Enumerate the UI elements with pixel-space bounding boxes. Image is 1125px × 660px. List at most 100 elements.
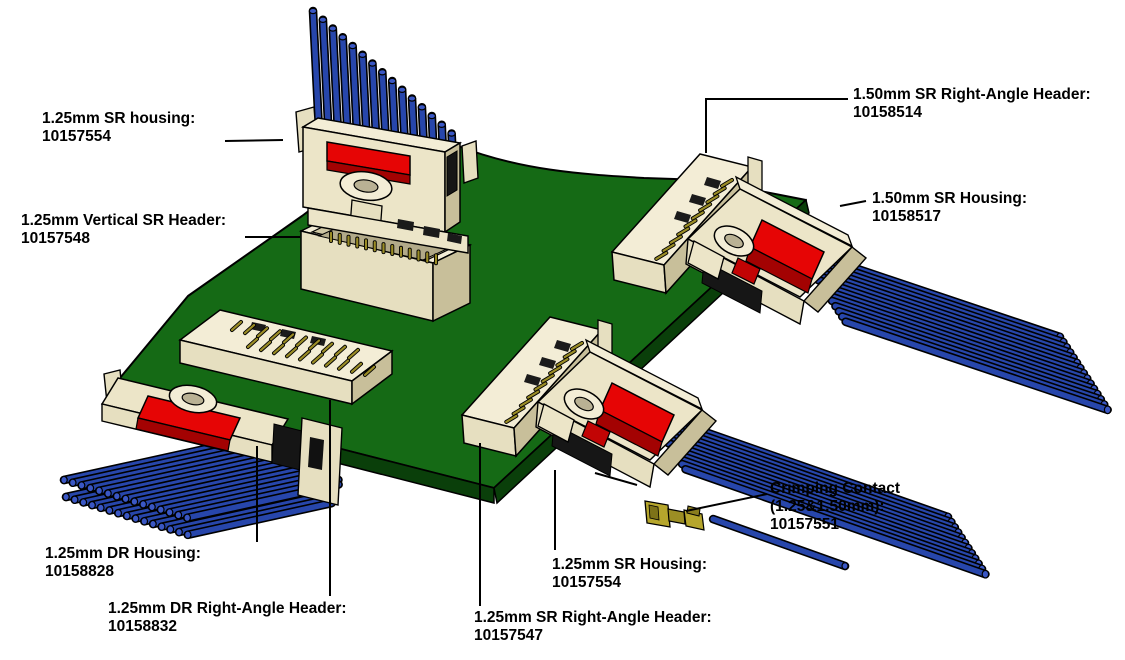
label-sr-housing-top: 1.25mm SR housing: 10157554 [42,110,195,146]
header-pins [246,337,376,377]
wire-segment [61,444,216,483]
wire-segment [324,356,337,367]
label-line: 1.25mm SR Housing: [552,556,708,573]
wire-segment [713,187,726,196]
facet [174,510,183,520]
sr150-assembly [610,153,1112,415]
wire-segment [131,463,296,505]
wire-segment [512,406,525,415]
wire-segment [149,468,317,510]
red-latch-shadow [745,246,813,294]
contact-box-shadow [648,504,660,521]
facet [318,16,328,23]
housing125-right-face [652,409,718,476]
label-line: 10157547 [474,627,543,644]
leader-ra-header-150 [705,98,848,153]
wire-segment [842,319,1111,413]
facet [130,497,139,506]
wire-segment [698,203,712,212]
locking-lever-hole [353,179,379,193]
wire-segment [519,398,533,407]
lever-bracket [687,240,725,280]
facet [981,569,990,579]
wire-segment [655,251,668,260]
facet [397,86,407,93]
facet [88,500,96,510]
facet [114,509,123,518]
facet [62,492,70,502]
strip-slot [447,233,462,244]
wire-segment [282,333,295,344]
wire-segment [256,327,269,338]
wire-segment [321,342,334,353]
strip-slot [423,226,440,238]
facet [328,25,337,32]
facet [104,489,112,498]
wire-segment [259,341,272,352]
label-line: 10158517 [872,208,941,225]
header-pins [329,231,438,266]
label-dr-housing: 1.25mm DR Housing: 10158828 [45,545,201,581]
wire-segment [105,456,266,497]
label-crimping-contact: Crimping Contact (1.25&1.50mm): 10157551 [770,480,900,534]
facet [148,502,156,512]
label-line: 1.50mm SR Housing: [872,190,1028,207]
leader-crimp [685,493,768,512]
facet [358,51,367,58]
wire-segment [140,466,306,507]
leader-sr-housing-top [224,139,284,142]
facet [95,486,104,495]
label-line: 10157551 [770,516,839,533]
wire-segment [691,211,704,220]
wire-segment [272,344,285,355]
facet [69,478,77,487]
dr-end-cap-slot [308,437,324,470]
label-line: (1.25&1.50mm): [770,498,885,515]
wire-segment [505,414,518,423]
label-line: 1.50mm SR Right-Angle Header: [853,86,1091,103]
facet [447,130,456,137]
facet [427,112,436,120]
ra125-slot [539,357,556,369]
facet [166,525,175,534]
wire-segment [710,516,848,569]
facet [184,530,192,540]
housing150-right-face [802,246,868,313]
wire-segment [311,353,324,364]
label-line: 10157554 [552,574,621,591]
wire-segment [669,235,683,244]
label-vertical-sr-header: 1.25mm Vertical SR Header: 10157548 [21,212,226,248]
wire-bundle-125 [643,407,990,579]
sr125-assembly [460,316,990,579]
facet [79,498,88,507]
wire-segment [682,466,989,577]
wire-segment [684,219,697,228]
wire-segment [167,491,333,533]
facet [348,42,357,50]
facet [123,511,131,521]
housing125-far-wall [584,338,704,411]
wire-segment [541,374,554,383]
facet [105,506,114,515]
wire-segment [534,382,547,391]
facet [841,561,849,570]
wire-segment [269,330,282,341]
facet [139,500,148,509]
label-line: 1.25mm Vertical SR Header: [21,212,227,229]
facet [368,60,377,67]
wire-segment [527,390,540,399]
housing-right-ear [461,140,479,184]
wire-segment [295,336,308,347]
strip-slot [397,219,414,231]
label-line: 1.25mm DR Right-Angle Header: [108,600,347,617]
housing150-far-wall [734,175,854,248]
leader-housing-150 [839,200,867,207]
header-pins [654,178,734,261]
label-line: 10158514 [853,104,922,121]
red-latch-shadow [135,417,231,452]
top-sr-assembly [295,6,479,254]
facet [338,34,347,41]
wire-segment [298,350,311,361]
facet [165,508,174,517]
